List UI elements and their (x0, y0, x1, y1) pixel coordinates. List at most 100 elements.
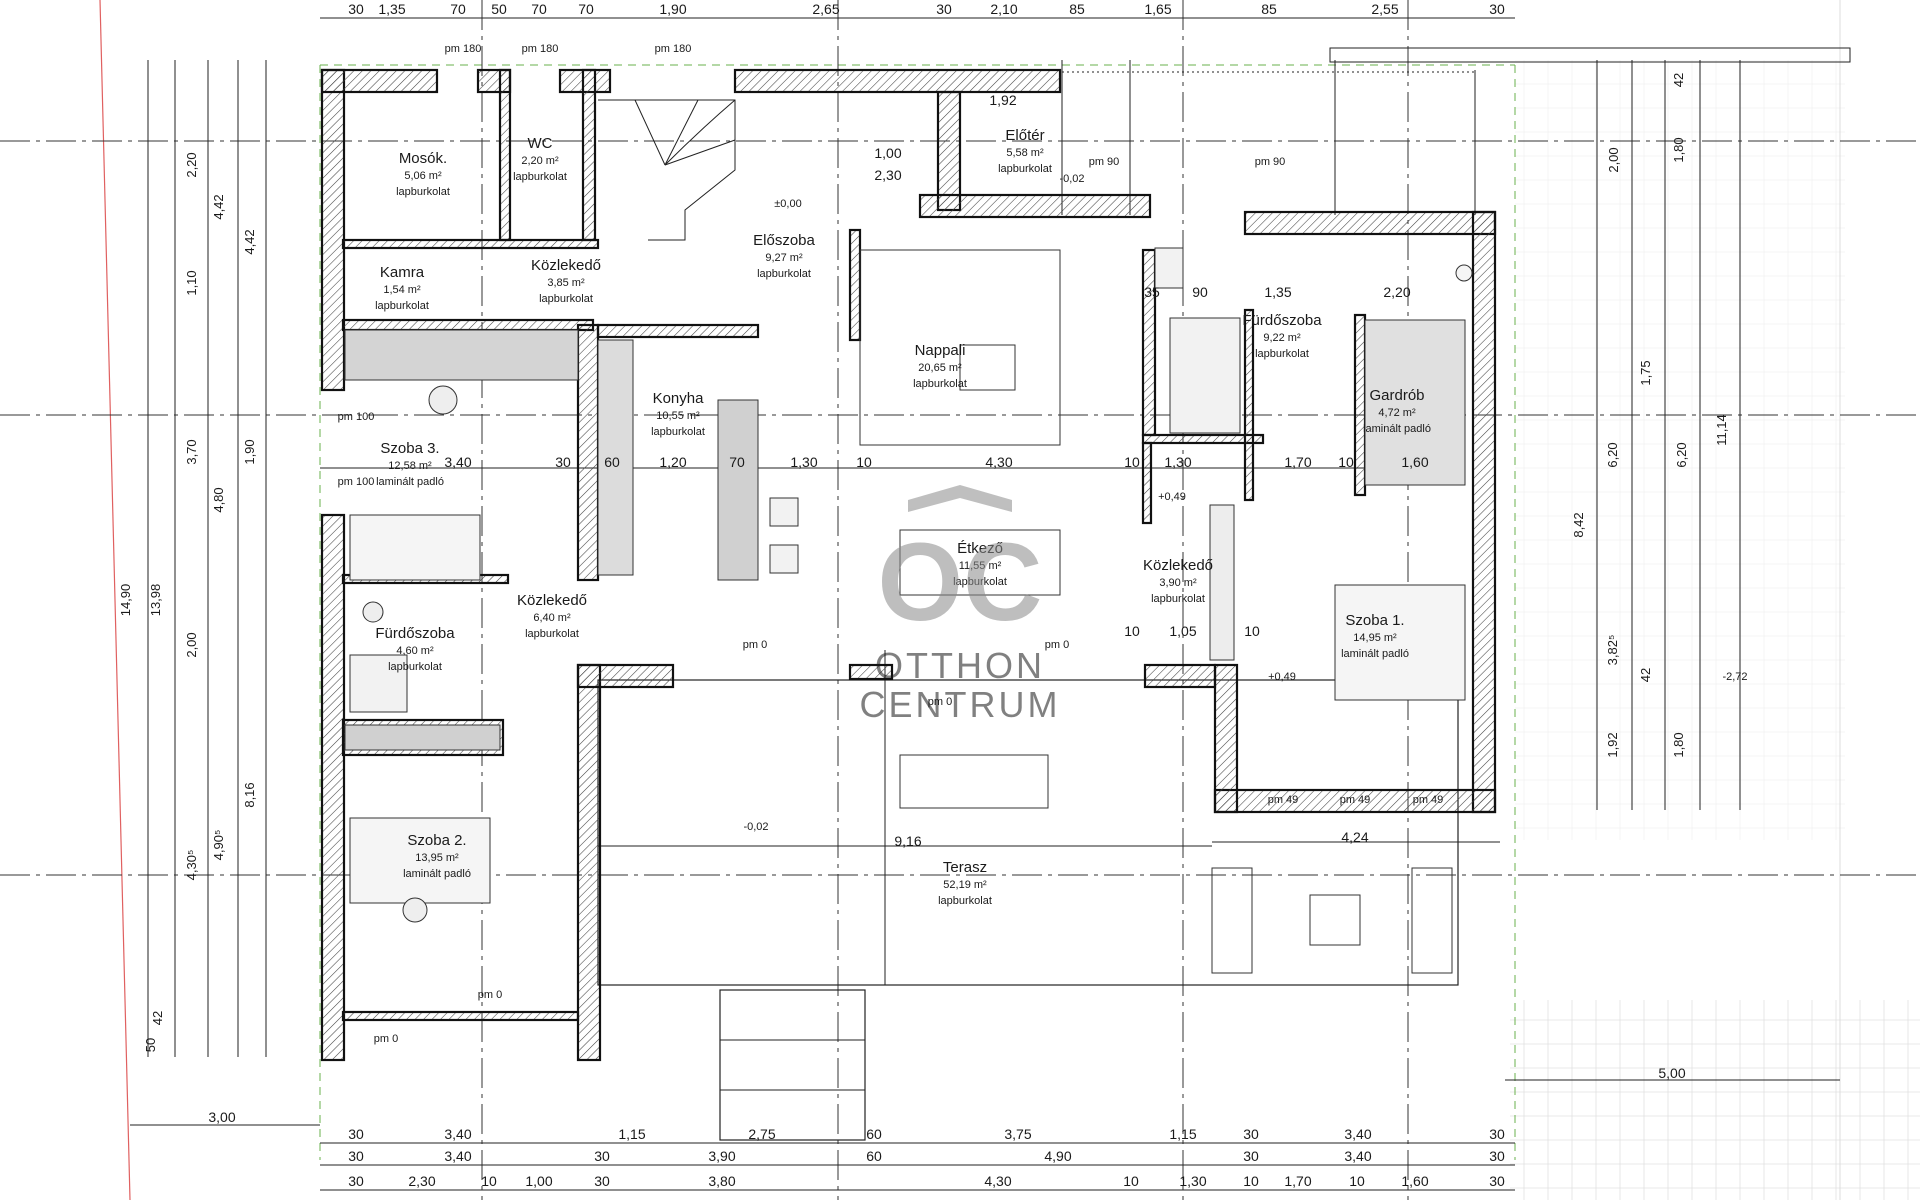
level-mark: -0,02 (743, 821, 768, 833)
room-finish-wc: lapburkolat (513, 171, 567, 183)
door-label: pm 0 (743, 639, 767, 651)
right-dim: 42 (1638, 668, 1653, 682)
bottom-dim-row3: 2,30 (408, 1173, 435, 1189)
room-name-etkezo: Étkező (957, 540, 1003, 557)
bottom-dim-row2: 30 (1243, 1148, 1259, 1164)
top-dim: 50 (491, 1, 507, 17)
inner-dim: 1,60 (1401, 454, 1428, 470)
room-area-furdo1: 9,22 m² (1263, 332, 1301, 344)
bottom-dim-row3: 30 (348, 1173, 364, 1189)
inner-dim: 3,00 (208, 1109, 235, 1125)
bottom-dim-row1: 1,15 (1169, 1126, 1196, 1142)
room-finish-szoba2: laminált padló (403, 868, 471, 880)
bottom-dim-row1: 60 (866, 1126, 882, 1142)
room-name-gardrob: Gardrób (1369, 387, 1424, 404)
room-name-szoba2: Szoba 2. (407, 832, 466, 849)
inner-dim: 3,40 (444, 454, 471, 470)
inner-dim: 30 (555, 454, 571, 470)
right-dim: 1,80 (1671, 732, 1686, 757)
bottom-dim-row3: 1,70 (1284, 1173, 1311, 1189)
room-area-eloszoba: 9,27 m² (765, 252, 803, 264)
inner-dim: 35 (1144, 284, 1160, 300)
bottom-dim-row1: 1,15 (618, 1126, 645, 1142)
inner-dim: 1,30 (790, 454, 817, 470)
room-area-szoba1: 14,95 m² (1353, 632, 1397, 644)
spiral-stair (598, 99, 736, 241)
door-label: pm 49 (1340, 794, 1371, 806)
left-dim: 13,98 (148, 584, 163, 617)
inner-dim: 1,05 (1169, 623, 1196, 639)
room-finish-szoba3: laminált padló (376, 476, 444, 488)
inner-dim: 10 (1124, 623, 1140, 639)
inner-dim: 5,00 (1658, 1065, 1685, 1081)
level-mark: +0,49 (1268, 671, 1296, 683)
bottom-dim-row2: 60 (866, 1148, 882, 1164)
room-area-kozl2: 6,40 m² (533, 612, 571, 624)
room-name-mosok: Mosók. (399, 150, 447, 167)
room-name-szoba1: Szoba 1. (1345, 612, 1404, 629)
left-dim: 2,20 (184, 152, 199, 177)
door-label: pm 0 (374, 1033, 398, 1045)
top-dim: 85 (1069, 1, 1085, 17)
door-label: pm 100 (338, 411, 375, 423)
door-label: pm 49 (1413, 794, 1444, 806)
room-name-furdo2: Fürdőszoba (375, 625, 455, 642)
inner-dim: 1,70 (1284, 454, 1311, 470)
bottom-dim-row3: 30 (1489, 1173, 1505, 1189)
bottom-dim-row2: 30 (1489, 1148, 1505, 1164)
bottom-dim-row3: 1,60 (1401, 1173, 1428, 1189)
bottom-dim-row2: 3,40 (1344, 1148, 1371, 1164)
bottom-dim-row2: 30 (594, 1148, 610, 1164)
watermark: OC OTTHON CENTRUM (860, 485, 1057, 725)
bottom-dim-row1: 3,75 (1004, 1126, 1031, 1142)
bottom-dim-row1: 30 (1489, 1126, 1505, 1142)
room-area-furdo2: 4,60 m² (396, 645, 434, 657)
room-area-eloter: 5,58 m² (1006, 147, 1044, 159)
bottom-dim-row3: 1,30 (1179, 1173, 1206, 1189)
top-dim: 70 (578, 1, 594, 17)
left-dim: 4,90⁵ (211, 830, 226, 861)
left-dim: 4,42 (211, 194, 226, 219)
room-area-kozl1: 3,85 m² (547, 277, 585, 289)
bottom-dim-row3: 10 (1243, 1173, 1259, 1189)
room-finish-kamra: lapburkolat (375, 300, 429, 312)
bottom-dim-row1: 30 (348, 1126, 364, 1142)
left-dim: 14,90 (118, 584, 133, 617)
right-dim: 1,92 (1605, 732, 1620, 757)
right-dim: 11,14 (1714, 414, 1729, 446)
bottom-dim-row2: 3,40 (444, 1148, 471, 1164)
bottom-dim-row1: 30 (1243, 1126, 1259, 1142)
door-label: pm 0 (478, 989, 502, 1001)
room-area-mosok: 5,06 m² (404, 170, 442, 182)
door-label: pm 0 (1045, 639, 1069, 651)
level-mark: +0,49 (1158, 491, 1186, 503)
inner-dim: 70 (729, 454, 745, 470)
bottom-dim-row3: 10 (1349, 1173, 1365, 1189)
door-label: pm 90 (1089, 156, 1120, 168)
room-area-kozl3: 3,90 m² (1159, 577, 1197, 589)
top-dim: 2,55 (1371, 1, 1398, 17)
room-name-terasz: Terasz (943, 859, 987, 876)
bottom-dim-row3: 10 (1123, 1173, 1139, 1189)
room-finish-gardrob: laminált padló (1363, 423, 1431, 435)
room-area-konyha: 10,55 m² (656, 410, 700, 422)
room-area-etkezo: 11,55 m² (959, 560, 1002, 572)
left-dim: 1,10 (184, 270, 199, 295)
fixtures (344, 247, 1473, 923)
bottom-dim-row2: 30 (348, 1148, 364, 1164)
site-background (99, 0, 1920, 1200)
watermark-logo: OC (878, 521, 1043, 644)
inner-dim: 10 (856, 454, 872, 470)
room-finish-kozl1: lapburkolat (539, 293, 593, 305)
bottom-dim-row1: 3,40 (1344, 1126, 1371, 1142)
door-label: pm 90 (1255, 156, 1286, 168)
level-mark: ±0,00 (774, 198, 801, 210)
right-dim: 6,20 (1674, 442, 1689, 467)
top-dim: 1,35 (378, 1, 405, 17)
top-dim: 1,90 (659, 1, 686, 17)
left-dim: 3,70 (184, 439, 199, 464)
top-dim: 30 (348, 1, 364, 17)
